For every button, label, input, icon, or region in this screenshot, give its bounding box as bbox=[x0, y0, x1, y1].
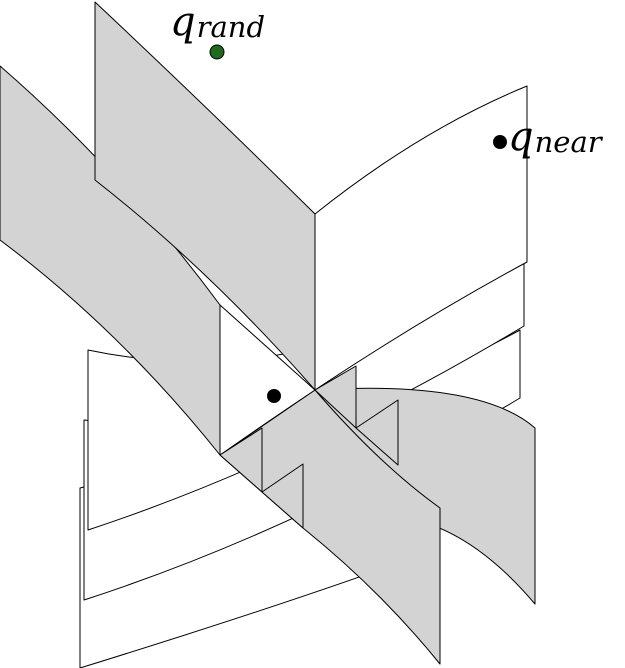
q-rand-symbol: q bbox=[170, 0, 196, 45]
q-near-label: qnear bbox=[508, 117, 602, 157]
q-near-point bbox=[493, 135, 507, 149]
q-rand-subscript: rand bbox=[196, 10, 266, 44]
white-sheet-front-upper bbox=[314, 85, 528, 391]
q-rand-label: qrand bbox=[170, 2, 265, 42]
q-near-symbol: q bbox=[508, 114, 534, 160]
q-near-subscript: near bbox=[534, 125, 602, 159]
gray-wall-lower-left bbox=[219, 389, 441, 665]
q-rand-point bbox=[209, 44, 225, 60]
q-new-point bbox=[267, 389, 281, 403]
